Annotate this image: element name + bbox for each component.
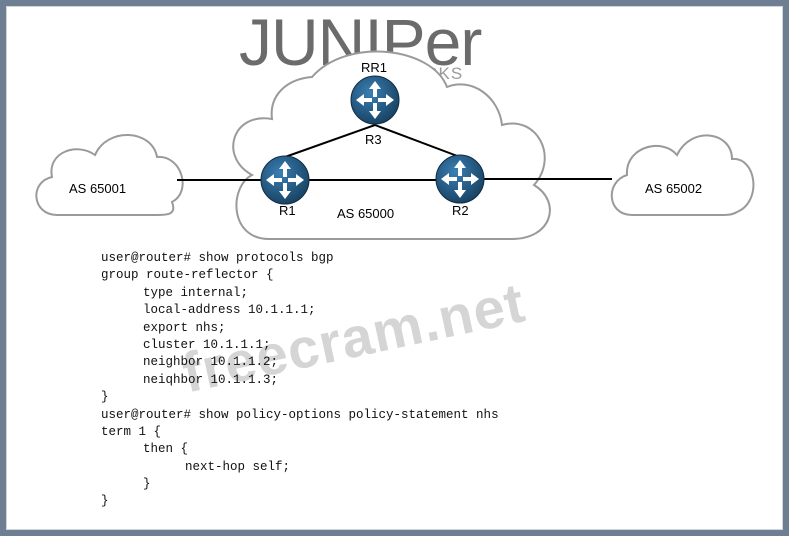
network-diagram: JUNIPer NETWORKS RR1 R3 R1 R2 AS 65000 A…: [35, 7, 755, 404]
cli-line: }: [143, 477, 151, 492]
label-as-left: AS 65001: [69, 181, 126, 196]
cli-line: term 1 {: [101, 424, 162, 439]
diagram-frame: JUNIPer NETWORKS RR1 R3 R1 R2 AS 65000 A…: [6, 6, 783, 530]
router-r2-icon: [435, 154, 485, 204]
cli-line: group route-reflector {: [101, 268, 274, 283]
as-left-cloud: [35, 134, 184, 216]
cli-line: type internal;: [143, 285, 249, 300]
as-right-cloud: [610, 134, 755, 216]
router-rr1-icon: [350, 75, 400, 125]
cli-line: user@router# show protocols bgp: [101, 251, 334, 265]
router-r1-icon: [260, 155, 310, 205]
cli-line: then {: [143, 442, 189, 457]
label-r1: R1: [279, 203, 296, 218]
link-rr1-r2: [374, 124, 461, 158]
cli-output: user@router# show protocols bgp group rou…: [101, 250, 499, 511]
label-as-core: AS 65000: [337, 206, 394, 221]
cli-line: export nhs;: [143, 320, 226, 335]
label-r3: R3: [365, 132, 382, 147]
label-rr1: RR1: [361, 60, 387, 75]
cli-line: user@router# show policy-options policy-…: [101, 407, 499, 422]
label-r2: R2: [452, 203, 469, 218]
link-rr1-r1: [284, 124, 376, 158]
cli-line: local-address 10.1.1.1;: [143, 303, 316, 318]
cli-line: neighbor 10.1.1.2;: [143, 355, 279, 370]
cli-line: neiqhbor 10.1.1.3;: [143, 372, 279, 387]
cli-line: }: [101, 494, 109, 509]
cli-line: next-hop self;: [185, 459, 291, 474]
label-as-right: AS 65002: [645, 181, 702, 196]
cli-line: }: [101, 390, 109, 405]
cli-line: cluster 10.1.1.1;: [143, 337, 271, 352]
